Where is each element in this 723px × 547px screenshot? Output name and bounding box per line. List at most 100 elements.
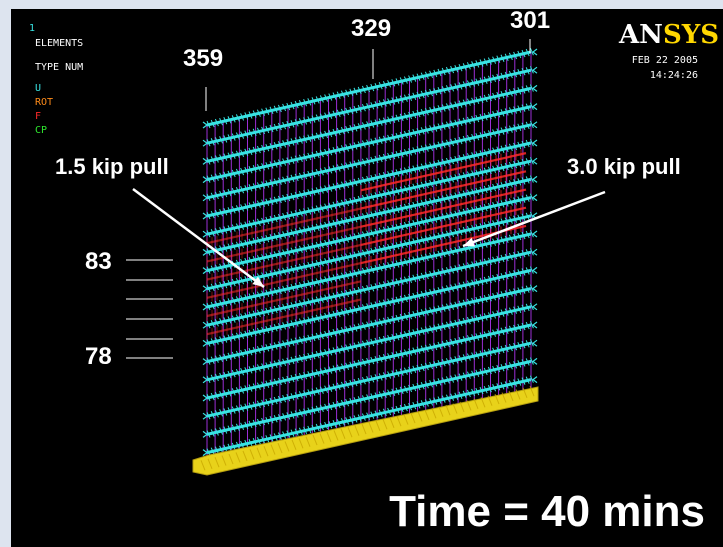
constraint-tick	[483, 112, 488, 121]
constraint-tick	[378, 336, 383, 345]
constraint-tick	[227, 425, 232, 433]
constraint-tick	[387, 262, 392, 270]
constraint-tick	[345, 162, 350, 170]
constraint-tick	[319, 222, 324, 231]
constraint-tick	[231, 388, 236, 396]
constraint-tick	[319, 131, 324, 140]
constraint-tick	[378, 245, 383, 254]
constraint-tick	[429, 179, 434, 188]
constraint-tick	[424, 107, 429, 116]
constraint-tick	[298, 172, 303, 181]
constraint-tick	[382, 354, 387, 362]
constraint-end-left	[202, 157, 208, 165]
constraint-tick	[412, 238, 417, 246]
constraint-tick	[349, 270, 354, 279]
constraint-tick	[206, 321, 211, 329]
constraint-tick	[445, 139, 450, 148]
constraint-tick	[445, 212, 450, 220]
constraint-tick	[525, 121, 530, 130]
constraint-tick	[357, 359, 362, 368]
constraint-tick	[408, 293, 413, 302]
constraint-end-right	[532, 139, 538, 147]
constraint-tick	[391, 188, 396, 196]
constraint-tick	[324, 148, 329, 157]
constraint-tick	[252, 328, 257, 337]
constraint-tick	[416, 109, 421, 118]
constraint-tick	[261, 290, 266, 298]
constraint-tick	[235, 314, 240, 322]
constraint-tick	[345, 380, 350, 389]
constraint-tick	[504, 290, 509, 298]
constraint-tick	[290, 156, 295, 164]
constraint-tick	[424, 89, 429, 98]
constraint-tick	[391, 388, 396, 396]
constraint-tick	[374, 137, 379, 145]
force-arrow-row	[206, 225, 362, 263]
constraint-tick	[269, 197, 274, 206]
constraint-tick	[214, 282, 219, 291]
constraint-tick	[517, 159, 522, 168]
constraint-tick	[340, 345, 345, 353]
constraint-tick	[261, 199, 266, 207]
constraint-tick	[437, 305, 442, 313]
constraint-tick	[248, 347, 253, 356]
constraint-tick	[437, 396, 442, 404]
constraint-tick	[219, 245, 224, 253]
constraint-tick	[466, 389, 471, 398]
constraint-tick	[466, 80, 471, 88]
constraint-tick	[336, 291, 341, 300]
constraint-tick	[382, 81, 387, 89]
constraint-tick	[219, 390, 224, 399]
base-hatch	[333, 430, 339, 441]
constraint-tick	[282, 285, 287, 294]
constraint-tick	[290, 283, 295, 292]
callout-arrow-left	[132, 187, 265, 289]
constraint-tick	[265, 344, 270, 352]
constraint-tick	[471, 188, 476, 196]
constraint-tick	[286, 303, 291, 311]
constraint-tick	[496, 55, 501, 63]
constraint-tick	[235, 332, 240, 340]
constraint-tick	[462, 263, 467, 271]
constraint-tick	[273, 378, 278, 387]
constraint-tick	[235, 423, 240, 431]
constraint-tick	[395, 314, 400, 323]
constraint-tick	[513, 51, 518, 60]
base-plate	[192, 386, 539, 476]
constraint-tick	[374, 101, 379, 109]
constraint-tick	[357, 177, 362, 186]
constraint-tick	[214, 391, 219, 400]
constraint-tick	[416, 164, 421, 172]
constraint-tick	[219, 354, 224, 362]
constraint-tick	[416, 401, 421, 409]
constraint-tick	[475, 133, 480, 141]
legend-item-u: U	[35, 83, 42, 94]
constraint-tick	[252, 383, 257, 391]
constraint-tick	[315, 132, 320, 140]
constraint-tick	[235, 223, 240, 231]
constraint-tick	[219, 445, 224, 453]
constraint-tick	[336, 364, 341, 372]
constraint-tick	[420, 363, 425, 372]
constraint-end-right	[532, 121, 538, 129]
constraint-tick	[466, 371, 471, 379]
constraint-tick	[445, 66, 450, 75]
constraint-tick	[315, 114, 320, 122]
constraint-tick	[269, 124, 274, 133]
constraint-tick	[403, 367, 408, 375]
constraint-tick	[450, 247, 455, 256]
constraint-tick	[319, 277, 324, 285]
constraint-tick	[395, 405, 400, 414]
constraint-tick	[336, 127, 341, 136]
constraint-tick	[235, 168, 240, 177]
constraint-end-right	[532, 376, 538, 384]
constraint-tick	[324, 276, 329, 284]
constraint-tick	[298, 318, 303, 326]
constraint-tick	[483, 149, 488, 157]
constraint-tick	[525, 85, 530, 93]
constraint-tick	[487, 366, 492, 375]
constraint-tick	[214, 319, 219, 327]
constraint-tick	[277, 141, 282, 149]
constraint-tick	[235, 150, 240, 158]
constraint-tick	[433, 379, 438, 387]
